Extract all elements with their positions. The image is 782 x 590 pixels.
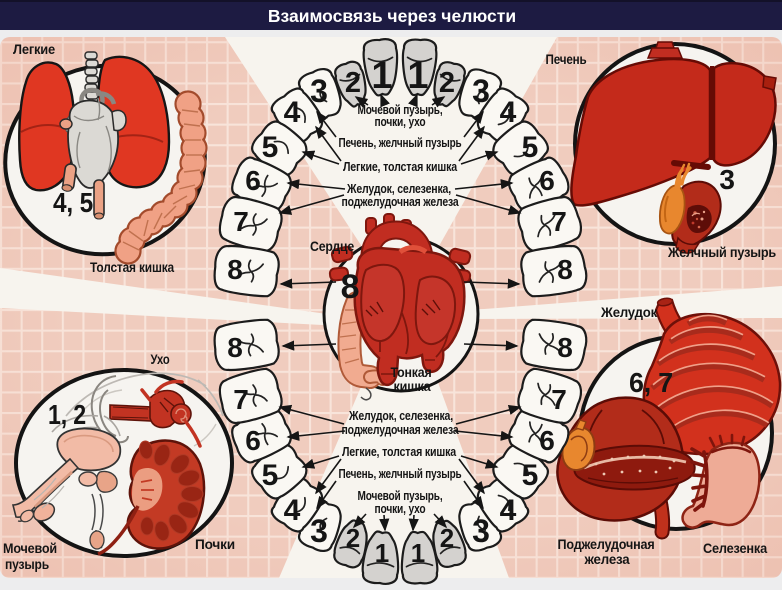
svg-text:3: 3 xyxy=(472,73,490,109)
svg-text:почки, ухо: почки, ухо xyxy=(375,502,426,516)
svg-text:Мочевой пузырь,: Мочевой пузырь, xyxy=(358,489,443,503)
svg-text:1: 1 xyxy=(411,538,425,568)
svg-text:Мочевой: Мочевой xyxy=(3,540,57,556)
svg-text:Печень, желчный пузырь: Печень, желчный пузырь xyxy=(339,467,462,481)
svg-text:Взаимосвязь через челюсти: Взаимосвязь через челюсти xyxy=(268,6,516,26)
svg-text:Желудок: Желудок xyxy=(600,304,658,320)
svg-text:6, 7: 6, 7 xyxy=(629,367,673,398)
svg-text:6: 6 xyxy=(539,165,555,196)
svg-text:Легкие: Легкие xyxy=(13,41,55,57)
svg-text:Сердце: Сердце xyxy=(310,238,354,254)
svg-text:4: 4 xyxy=(500,96,517,129)
svg-text:1: 1 xyxy=(375,538,389,568)
svg-text:5: 5 xyxy=(522,459,539,492)
svg-text:Желудок, селезенка,: Желудок, селезенка, xyxy=(346,182,451,196)
svg-text:1: 1 xyxy=(407,55,428,97)
svg-text:6: 6 xyxy=(245,425,261,456)
svg-text:Почки: Почки xyxy=(195,536,235,552)
svg-text:Желчный пузырь: Желчный пузырь xyxy=(667,244,776,260)
svg-text:3: 3 xyxy=(472,513,490,549)
svg-text:Селезенка: Селезенка xyxy=(703,540,767,556)
svg-text:2: 2 xyxy=(440,523,454,553)
svg-text:почки, ухо: почки, ухо xyxy=(375,115,426,129)
svg-text:Печень: Печень xyxy=(546,51,587,67)
svg-text:пузырь: пузырь xyxy=(5,556,50,572)
svg-text:3: 3 xyxy=(310,73,328,109)
svg-text:1, 2: 1, 2 xyxy=(48,399,86,430)
svg-text:4, 5: 4, 5 xyxy=(53,187,93,218)
svg-text:Печень, желчный пузырь: Печень, желчный пузырь xyxy=(339,136,462,150)
svg-text:Мочевой пузырь,: Мочевой пузырь, xyxy=(358,103,443,117)
svg-text:8: 8 xyxy=(341,268,360,306)
svg-text:6: 6 xyxy=(539,425,555,456)
svg-text:4: 4 xyxy=(284,96,301,129)
svg-text:Толстая кишка: Толстая кишка xyxy=(90,259,174,275)
svg-text:3: 3 xyxy=(719,164,734,195)
svg-text:8: 8 xyxy=(227,254,243,285)
svg-text:Желудок, селезенка,: Желудок, селезенка, xyxy=(348,409,453,423)
svg-text:7: 7 xyxy=(233,384,249,415)
svg-text:7: 7 xyxy=(551,206,567,237)
svg-text:1: 1 xyxy=(371,55,392,97)
svg-text:8: 8 xyxy=(557,332,573,363)
svg-text:Легкие, толстая кишка: Легкие, толстая кишка xyxy=(343,160,458,174)
svg-text:4: 4 xyxy=(500,494,517,527)
svg-text:7: 7 xyxy=(551,384,567,415)
svg-text:поджелудочная железа: поджелудочная железа xyxy=(342,423,460,437)
svg-text:Легкие, толстая кишка: Легкие, толстая кишка xyxy=(342,445,457,459)
svg-text:6: 6 xyxy=(245,165,261,196)
svg-text:7: 7 xyxy=(233,206,249,237)
svg-text:5: 5 xyxy=(522,131,539,164)
svg-text:2: 2 xyxy=(345,67,361,99)
svg-text:8: 8 xyxy=(227,332,243,363)
svg-text:5: 5 xyxy=(262,131,279,164)
svg-text:2: 2 xyxy=(439,67,455,99)
svg-text:5: 5 xyxy=(262,459,279,492)
svg-text:железа: железа xyxy=(584,551,630,567)
svg-text:поджелудочная железа: поджелудочная железа xyxy=(342,195,460,209)
svg-text:8: 8 xyxy=(557,254,573,285)
svg-text:Поджелудочная: Поджелудочная xyxy=(558,536,655,552)
svg-text:Ухо: Ухо xyxy=(151,351,170,367)
svg-text:4: 4 xyxy=(284,494,301,527)
svg-text:Тонкая: Тонкая xyxy=(391,364,432,380)
svg-text:3: 3 xyxy=(310,513,328,549)
svg-text:кишка: кишка xyxy=(394,378,431,394)
svg-text:2: 2 xyxy=(346,523,360,553)
